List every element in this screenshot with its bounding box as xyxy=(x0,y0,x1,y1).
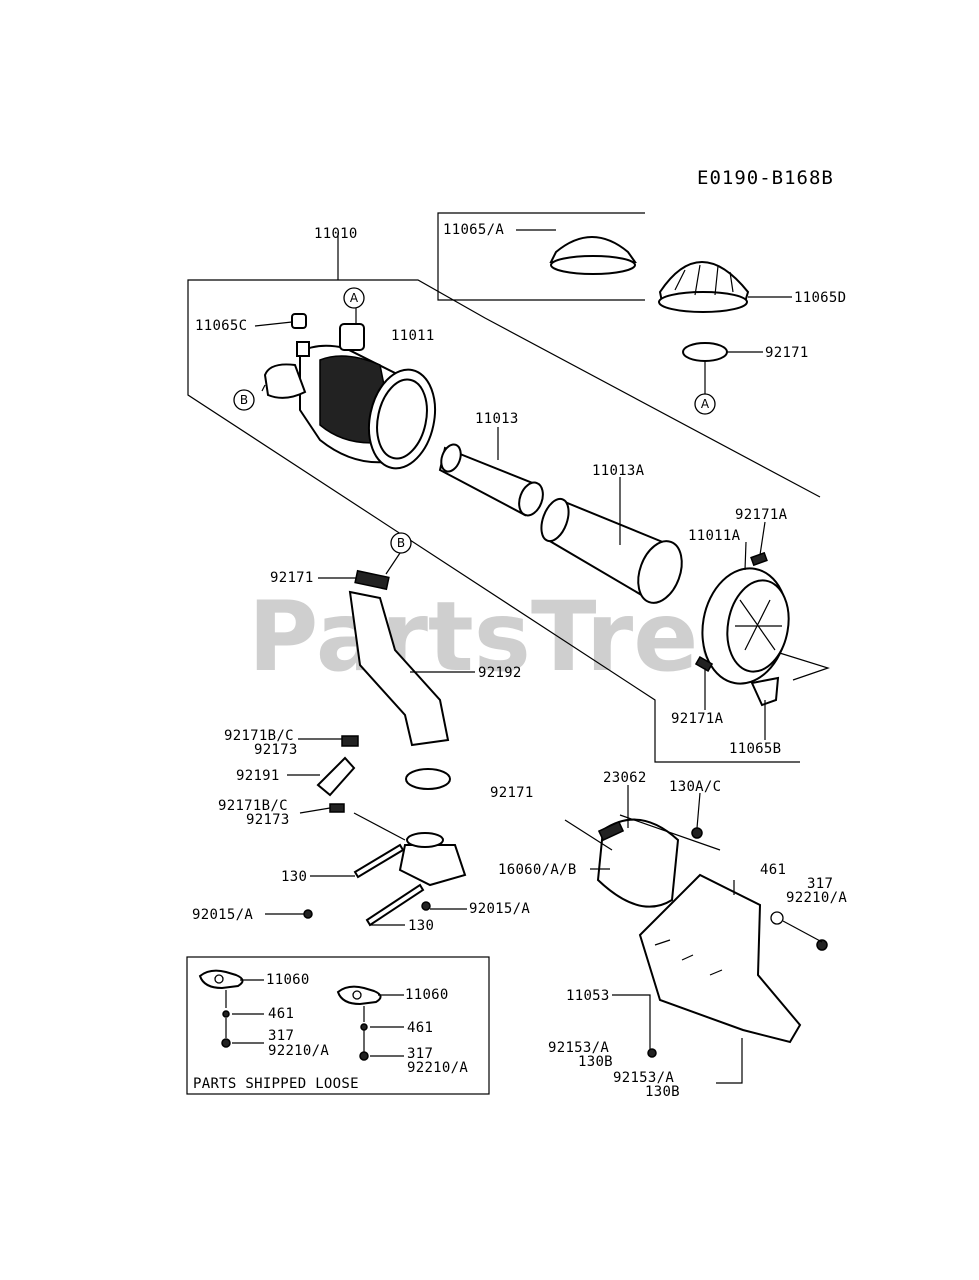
loose-label-317-1: 317 xyxy=(268,1028,294,1044)
label-317: 317 xyxy=(807,876,833,892)
label-130-2: 130 xyxy=(408,918,434,934)
end-cap[interactable] xyxy=(694,562,797,691)
svg-text:A: A xyxy=(350,291,359,305)
label-130b-2: 130B xyxy=(645,1084,680,1100)
bracket-11053[interactable] xyxy=(638,873,802,1044)
outer-filter[interactable] xyxy=(536,495,690,609)
hose-92192[interactable] xyxy=(348,590,450,747)
callout-b-left: B xyxy=(233,389,255,411)
bolt-130-1[interactable] xyxy=(353,843,405,879)
label-11065c: 11065C xyxy=(195,318,247,334)
label-11065d: 11065D xyxy=(794,290,846,306)
clamp-92171-b[interactable] xyxy=(354,569,390,591)
intake-elbow[interactable] xyxy=(398,832,467,887)
label-92171bc-1: 92171B/C xyxy=(224,728,294,744)
loose-label-317-2: 317 xyxy=(407,1046,433,1062)
label-92171-top: 92171 xyxy=(765,345,809,361)
air-cleaner-body[interactable] xyxy=(263,323,444,475)
label-11053: 11053 xyxy=(566,988,610,1004)
clamp-92171a-top[interactable] xyxy=(750,551,768,567)
washer-461[interactable] xyxy=(770,911,784,925)
callout-a-top: A xyxy=(343,287,365,309)
nut-92210a[interactable] xyxy=(816,939,828,951)
svg-text:B: B xyxy=(240,393,248,407)
label-461: 461 xyxy=(760,862,786,878)
loose-label-461-2: 461 xyxy=(407,1020,433,1036)
cover-11065a[interactable] xyxy=(549,236,637,275)
nut-92015a-2[interactable] xyxy=(421,901,431,911)
leader-elbow xyxy=(353,812,406,841)
loose-label-11060-1: 11060 xyxy=(266,972,310,988)
svg-text:A: A xyxy=(701,397,710,411)
label-130-1: 130 xyxy=(281,869,307,885)
label-11013: 11013 xyxy=(475,411,519,427)
label-11065b: 11065B xyxy=(729,741,781,757)
label-11011a: 11011A xyxy=(688,528,741,544)
label-92173-2: 92173 xyxy=(246,812,290,828)
parts-shipped-loose-box: 11060 461 317 92210/A 11060 461 317 9221… xyxy=(186,956,490,1095)
label-92153a-1: 92153/A xyxy=(548,1040,609,1056)
shield-bracket-lines xyxy=(564,814,721,851)
dust-valve[interactable] xyxy=(750,676,780,707)
bracket-slots xyxy=(654,939,723,976)
label-92210a: 92210/A xyxy=(786,890,847,906)
watermark: PartsTree xyxy=(248,581,763,693)
loose-label-11060-2: 11060 xyxy=(405,987,449,1003)
label-92171-mid: 92171 xyxy=(490,785,534,801)
label-92192: 92192 xyxy=(478,665,522,681)
svg-text:B: B xyxy=(397,536,405,550)
label-92171a-bottom: 92171A xyxy=(671,711,724,727)
label-92015a-2: 92015/A xyxy=(469,901,530,917)
label-11013a: 11013A xyxy=(592,463,645,479)
label-11065a: 11065/A xyxy=(443,222,504,238)
callout-b-hose: B xyxy=(390,532,412,554)
cover-box-outline xyxy=(437,212,645,301)
nut-92015a-1[interactable] xyxy=(303,909,313,919)
bolt-130ac[interactable] xyxy=(691,827,703,839)
bolt-130-2[interactable] xyxy=(365,883,425,927)
nut-92153a-1[interactable] xyxy=(647,1048,657,1058)
label-92191: 92191 xyxy=(236,768,280,784)
inner-filter[interactable] xyxy=(438,442,547,519)
label-92171bc-2: 92171B/C xyxy=(218,798,288,814)
label-130ac: 130A/C xyxy=(669,779,721,795)
main-assembly-bracket xyxy=(187,233,830,763)
label-130b-1: 130B xyxy=(578,1054,613,1070)
clamp-92171a-bottom[interactable] xyxy=(694,656,714,672)
label-23062: 23062 xyxy=(603,770,647,786)
label-16060ab: 16060/A/B xyxy=(498,862,577,878)
loose-label-92210a-1: 92210/A xyxy=(268,1043,329,1059)
heat-shield[interactable] xyxy=(596,818,680,908)
clamp-92171-mid[interactable] xyxy=(405,768,451,790)
clamp-92171bc-2[interactable] xyxy=(329,803,345,813)
label-92173-1: 92173 xyxy=(254,742,298,758)
label-92171-b: 92171 xyxy=(270,570,314,586)
loose-box-caption: PARTS SHIPPED LOOSE xyxy=(193,1076,359,1092)
loose-label-461-1: 461 xyxy=(268,1006,294,1022)
label-11010: 11010 xyxy=(314,226,358,242)
bolt-92153a-2[interactable] xyxy=(716,1038,743,1084)
cover-11065d[interactable] xyxy=(658,261,750,313)
cap-11065c[interactable] xyxy=(291,313,307,329)
label-92153a-2: 92153/A xyxy=(613,1070,674,1086)
label-92171a-top: 92171A xyxy=(735,507,788,523)
clamp-92171-top[interactable] xyxy=(682,342,728,362)
loose-label-92210a-2: 92210/A xyxy=(407,1060,468,1076)
label-11011: 11011 xyxy=(391,328,435,344)
leader-lines xyxy=(254,229,823,1050)
diagram-code: E0190-B168B xyxy=(697,167,834,189)
hose-92191[interactable] xyxy=(316,756,356,797)
clamp-92171bc-1[interactable] xyxy=(341,735,359,747)
callout-a-right: A xyxy=(694,393,716,415)
label-92015a-1: 92015/A xyxy=(192,907,253,923)
